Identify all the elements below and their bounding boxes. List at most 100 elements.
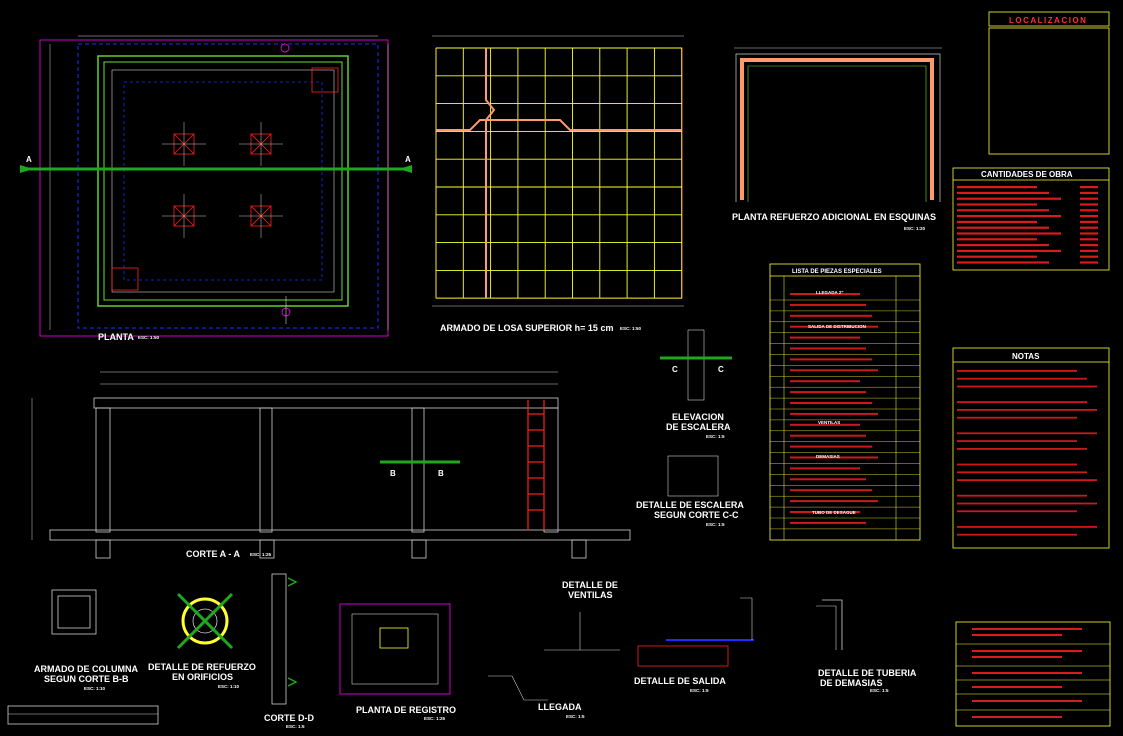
corte-aa-scale: ESC: 1:25 xyxy=(250,552,272,557)
corte-aa-axis-b-right: B xyxy=(438,469,444,478)
quantity-value-bar xyxy=(1080,238,1098,241)
table-row-bar xyxy=(790,467,860,470)
quantity-row-bar xyxy=(957,203,1037,206)
salida-title: DETALLE DE SALIDA xyxy=(634,676,726,686)
quantity-value-bar xyxy=(1080,220,1098,223)
ventilas-title-1: DETALLE DE xyxy=(562,580,618,590)
localizacion-title: LOCALIZACION xyxy=(1009,16,1087,25)
elevacion-title-1: ELEVACION xyxy=(672,412,724,422)
corte-dd-title: CORTE D-D xyxy=(264,713,314,723)
quantity-row-bar xyxy=(957,232,1061,235)
elevacion-scale: ESC: 1:5 xyxy=(706,434,725,439)
note-line-bar xyxy=(957,432,1097,435)
orificios-title-2: EN ORIFICIOS xyxy=(172,672,233,682)
salida-scale: ESC: 1:5 xyxy=(690,688,709,693)
note-line-bar xyxy=(957,370,1077,372)
elevacion-title-2: DE ESCALERA xyxy=(666,422,731,432)
note-line-bar xyxy=(957,463,1077,466)
note-line-bar xyxy=(957,502,1097,505)
quantity-row-bar xyxy=(957,191,1049,194)
note-line-bar xyxy=(957,526,1097,528)
table-row-bar xyxy=(790,456,878,459)
corte-aa-axis-b-left: B xyxy=(390,469,396,478)
quantity-row-bar xyxy=(957,261,1049,264)
title-block-line-bar xyxy=(972,634,1062,636)
note-line-bar xyxy=(957,533,1077,536)
orificios-title-1: DETALLE DE REFUERZO xyxy=(148,662,256,672)
planta-axis-right: A xyxy=(405,155,411,164)
table-row-bar xyxy=(790,434,866,437)
titleblock-lines xyxy=(972,628,1082,718)
escalera-views: C C ELEVACION DE ESCALERA ESC: 1:5 DETAL… xyxy=(636,329,744,527)
planta-scale: ESC: 1:50 xyxy=(138,335,160,340)
escalera-axis-c-left: C xyxy=(672,365,678,374)
losa-grid xyxy=(435,47,683,299)
detalle-escalera-title-2: SEGUN CORTE C-C xyxy=(654,510,739,520)
registro-title: PLANTA DE REGISTRO xyxy=(356,705,456,715)
quantity-row-bar xyxy=(957,255,1037,258)
table-row-bar xyxy=(790,358,872,361)
note-line-bar xyxy=(957,479,1097,481)
table-row-bar xyxy=(790,369,878,372)
quantity-row-bar xyxy=(957,215,1061,218)
note-line-bar xyxy=(957,440,1077,442)
note-line-bar xyxy=(957,471,1087,474)
quantity-row-bar xyxy=(957,209,1049,212)
lista-section-demasias: DEMASIAS xyxy=(816,454,840,459)
quantity-value-bar xyxy=(1080,255,1098,258)
table-row-bar xyxy=(790,445,872,448)
llegada-scale: ESC: 1:5 xyxy=(566,714,585,719)
table-row-bar xyxy=(790,325,878,328)
detalle-escalera-title-1: DETALLE DE ESCALERA xyxy=(636,500,744,510)
quantity-row-bar xyxy=(957,197,1061,200)
quantity-value-bar xyxy=(1080,226,1098,229)
title-block-line-bar xyxy=(972,716,1062,718)
table-row-bar xyxy=(790,380,860,383)
table-row-bar xyxy=(790,347,866,350)
lista-rows xyxy=(770,293,920,530)
quantity-row-bar xyxy=(957,186,1037,189)
quantity-value-bar xyxy=(1080,244,1098,247)
quantity-value-bar xyxy=(1080,197,1098,200)
demasias-title-2: DE DEMASIAS xyxy=(820,678,883,688)
quantity-row-bar xyxy=(957,238,1037,241)
columna-title-2: SEGUN CORTE B-B xyxy=(44,674,129,684)
quantity-value-bar xyxy=(1080,209,1098,212)
columna-detail: ARMADO DE COLUMNA SEGUN CORTE B-B ESC: 1… xyxy=(34,589,138,691)
cantidades-title: CANTIDADES DE OBRA xyxy=(981,170,1073,179)
quantity-value-bar xyxy=(1080,203,1098,206)
table-row-bar xyxy=(790,489,872,492)
refuerzo-view: PLANTA REFUERZO ADICIONAL EN ESQUINAS ES… xyxy=(732,47,942,231)
losa-scale: ESC: 1:50 xyxy=(620,326,642,331)
quantity-value-bar xyxy=(1080,191,1098,194)
lista-piezas-panel: LISTA DE PIEZAS ESPECIALES LLEGADA 2" SA… xyxy=(769,263,921,541)
quantity-row-bar xyxy=(957,244,1049,247)
title-block-line-bar xyxy=(972,672,1082,674)
lista-section-llegada: LLEGADA 2" xyxy=(816,290,843,295)
title-block xyxy=(955,621,1111,727)
planta-view: A A PLANTA ESC: 1:50 xyxy=(20,35,412,342)
table-row-bar xyxy=(790,500,878,503)
quantity-value-bar xyxy=(1080,186,1098,189)
column-symbol xyxy=(173,133,272,227)
table-row-bar xyxy=(790,412,878,415)
planta-title: PLANTA xyxy=(98,332,134,342)
detalle-escalera-scale: ESC: 1:5 xyxy=(706,522,725,527)
salida-detail: DETALLE DE SALIDA ESC: 1:5 xyxy=(634,597,754,693)
table-row-bar xyxy=(790,521,866,524)
columna-title-1: ARMADO DE COLUMNA xyxy=(34,664,138,674)
table-row-bar xyxy=(790,478,866,481)
cantidades-panel: CANTIDADES DE OBRA xyxy=(952,167,1110,271)
quantity-value-bar xyxy=(1080,215,1098,218)
note-line-bar xyxy=(957,416,1077,419)
lista-piezas-title: LISTA DE PIEZAS ESPECIALES xyxy=(792,269,882,275)
columna-scale: ESC: 1:10 xyxy=(84,686,106,691)
demasias-scale: ESC: 1:5 xyxy=(870,688,889,693)
lista-section-salida: SALIDA DE DISTRIBUCION xyxy=(808,324,866,329)
note-line-bar xyxy=(957,401,1087,403)
lista-section-ventilas: VENTILAS xyxy=(818,420,840,425)
orificios-scale: ESC: 1:10 xyxy=(218,684,240,689)
footer-strip xyxy=(7,705,159,725)
refuerzo-title: PLANTA REFUERZO ADICIONAL EN ESQUINAS xyxy=(732,212,936,222)
quantity-value-bar xyxy=(1080,232,1098,235)
